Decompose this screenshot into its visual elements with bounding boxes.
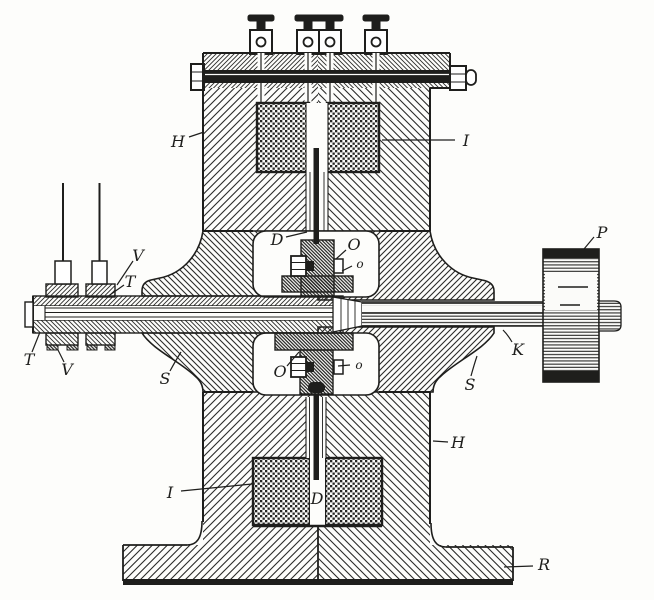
magnet-coil-upper-left: [255, 101, 311, 174]
label-T-mid: T: [125, 272, 137, 291]
clamp-bolt-head: [290, 356, 307, 378]
label-S-left: S: [160, 369, 171, 388]
lower-housing: [202, 391, 431, 580]
label-I-lower: I: [166, 483, 174, 502]
leader-lines: [31, 131, 595, 568]
tie-rod-nut: [449, 65, 467, 91]
label-o-upper-small: o: [356, 257, 363, 271]
adjusting-shaft: [332, 296, 543, 333]
label-D-upper: D: [270, 230, 284, 249]
label-I-upper: I: [462, 131, 470, 150]
label-P-wheel: P: [596, 223, 608, 242]
label-H-upper: H: [170, 132, 186, 151]
callout-labels: H I D O o P V T T V S O o S K H I D R: [24, 131, 608, 574]
binding-posts: [247, 14, 390, 55]
label-O-upper: O: [347, 235, 360, 254]
clamp-bolt-head: [290, 255, 307, 277]
base-plate: [122, 520, 514, 585]
label-T-left: T: [24, 350, 36, 369]
tube-glands: [45, 260, 116, 351]
clamp-nut: [333, 258, 344, 274]
binding-post: [247, 14, 275, 55]
armature-rod-lower: [313, 394, 319, 480]
armature-rod-upper: [313, 148, 319, 244]
binding-post: [316, 14, 344, 55]
magnet-coil-lower-right: [323, 456, 384, 527]
tie-rod: [190, 63, 477, 91]
lower-clamp: [274, 332, 354, 395]
clamp-nut: [333, 359, 344, 375]
label-o-lower-small: o: [355, 358, 362, 372]
shaft-stub: [598, 300, 622, 332]
binding-post: [362, 14, 390, 55]
magnet-coil-upper-right: [325, 101, 381, 174]
label-H-lower: H: [450, 433, 466, 452]
label-V-lower: V: [61, 360, 74, 379]
terminal-wires: [62, 183, 101, 261]
knurled-wheel: [542, 248, 622, 383]
tube-end-cap: [24, 301, 34, 328]
label-V-upper: V: [132, 246, 145, 265]
magnet-coil-lower-left: [251, 456, 312, 527]
inlet-tube: [24, 183, 344, 351]
base-bottom-edge: [123, 579, 513, 585]
label-K-shaft: K: [511, 340, 525, 359]
label-S-right: S: [465, 375, 476, 394]
binding-post: [294, 14, 322, 55]
upper-clamp: [281, 239, 354, 297]
label-R-base: R: [537, 555, 550, 574]
label-D-lower: D: [310, 489, 324, 508]
label-O-lower: O: [273, 362, 286, 381]
